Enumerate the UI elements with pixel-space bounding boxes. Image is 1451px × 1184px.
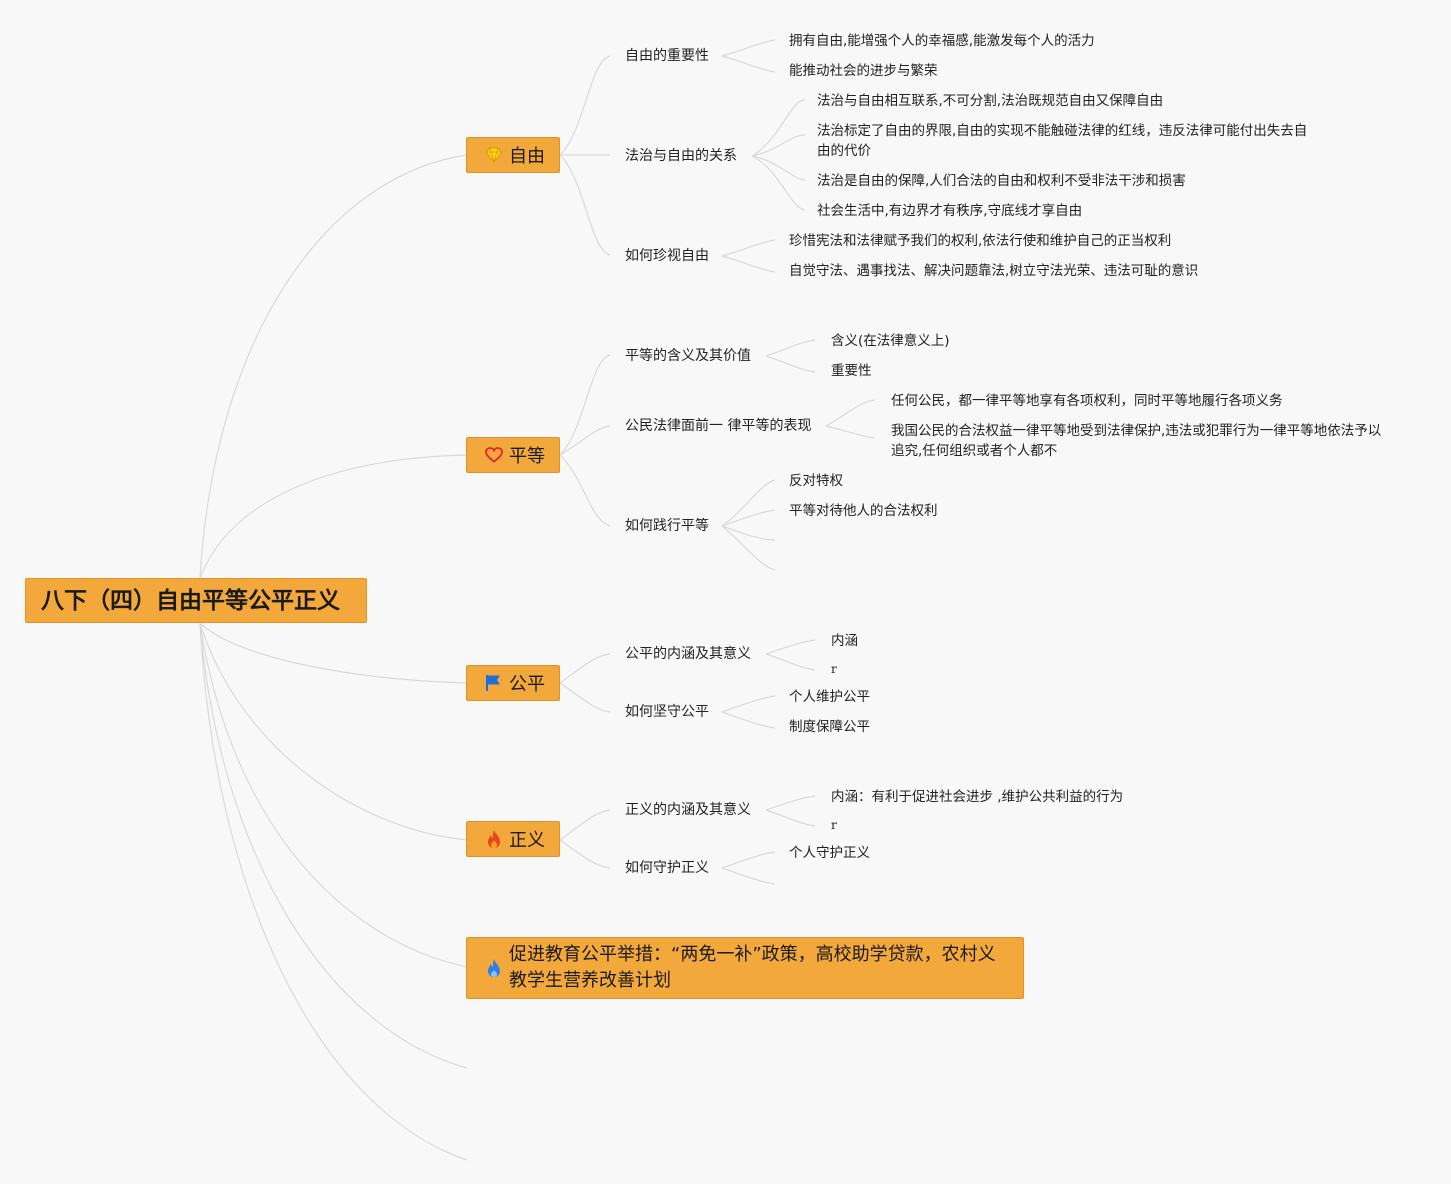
leaf-equality-1-2[interactable]: 重要性 [831, 363, 872, 379]
flag-icon [484, 673, 504, 693]
leaf-equality-3-2[interactable]: 平等对待他人的合法权利 [789, 503, 938, 519]
topic-fairness[interactable]: 公平 [466, 665, 560, 701]
leaf-equality-1-1[interactable]: 含义(在法律意义上) [831, 333, 950, 349]
topic-education-line2: 教学生营养改善计划 [509, 970, 671, 991]
leaf-fairness-1-1[interactable]: 内涵 [831, 633, 858, 649]
topic-equality[interactable]: 平等 [466, 437, 560, 473]
leaf-freedom-3-2[interactable]: 自觉守法、遇事找法、解决问题靠法,树立守法光荣、违法可耻的意识 [789, 263, 1199, 279]
topic-education-label: 促进教育公平举措：“两免一补”政策，高校助学贷款，农村义 教学生营养改善计划 [509, 942, 996, 994]
topic-education-line1: 促进教育公平举措：“两免一补”政策，高校助学贷款，农村义 [509, 944, 996, 965]
leaf-freedom-2-1[interactable]: 法治与自由相互联系,不可分割,法治既规范自由又保障自由 [817, 93, 1164, 109]
leaf-equality-2-2[interactable]: 我国公民的合法权益一律平等地受到法律保护,违法或犯罪行为一律平等地依法予以追究,… [891, 423, 1382, 459]
topic-justice[interactable]: 正义 [466, 821, 560, 857]
leaf-fairness-2-1[interactable]: 个人维护公平 [789, 689, 870, 705]
sub-justice-2[interactable]: 如何守护正义 [625, 860, 709, 876]
link-root-empty2 [199, 622, 468, 1161]
sub-freedom-3[interactable]: 如何珍视自由 [625, 248, 709, 264]
topic-freedom[interactable]: 自由 [466, 137, 560, 173]
topic-fairness-label: 公平 [509, 674, 545, 695]
leaf-equality-2-1[interactable]: 任何公民，都一律平等地享有各项权利，同时平等地履行各项义务 [891, 393, 1283, 409]
leaf-justice-2-1[interactable]: 个人守护正义 [789, 845, 870, 861]
link-root-fairness [199, 622, 468, 684]
sub-equality-3[interactable]: 如何践行平等 [625, 518, 709, 534]
leaf-freedom-3-1[interactable]: 珍惜宪法和法律赋予我们的权利,依法行使和维护自己的正当权利 [789, 233, 1172, 249]
link-root-empty1 [199, 622, 468, 1069]
topic-justice-label: 正义 [509, 830, 545, 851]
sub-fairness-1[interactable]: 公平的内涵及其意义 [625, 646, 751, 662]
sub-justice-1[interactable]: 正义的内涵及其意义 [625, 802, 751, 818]
leaf-freedom-2-3[interactable]: 法治是自由的保障,人们合法的自由和权利不受非法干涉和损害 [817, 173, 1186, 189]
sub-fairness-2[interactable]: 如何坚守公平 [625, 704, 709, 720]
leaf-justice-1-2[interactable]: r [831, 818, 837, 832]
link-root-education [199, 622, 468, 968]
topic-education[interactable]: 促进教育公平举措：“两免一补”政策，高校助学贷款，农村义 教学生营养改善计划 [466, 937, 1024, 999]
leaf-fairness-2-2[interactable]: 制度保障公平 [789, 719, 870, 735]
link-root-justice [199, 622, 468, 841]
leaf-freedom-2-4[interactable]: 社会生活中,有边界才有秩序,守底线才享自由 [817, 203, 1083, 219]
sub-freedom-1[interactable]: 自由的重要性 [625, 48, 709, 64]
water-drop-icon [484, 958, 504, 978]
leaf-freedom-1-2[interactable]: 能推动社会的进步与繁荣 [789, 63, 938, 79]
leaf-fairness-1-2[interactable]: r [831, 662, 837, 676]
leaf-equality-3-1[interactable]: 反对特权 [789, 473, 843, 489]
topic-freedom-label: 自由 [509, 146, 545, 167]
leaf-freedom-1-1[interactable]: 拥有自由,能增强个人的幸福感,能激发每个人的活力 [789, 33, 1095, 49]
root-title: 八下（四）自由平等公平正义 [41, 588, 340, 614]
sub-equality-1[interactable]: 平等的含义及其价值 [625, 348, 751, 364]
leaf-freedom-2-2[interactable]: 法治标定了自由的界限,自由的实现不能触碰法律的红线，违反法律可能付出失去自由的代… [817, 123, 1308, 159]
link-root-equality [199, 454, 468, 579]
leaf-justice-1-1[interactable]: 内涵：有利于促进社会进步 ,维护公共利益的行为 [831, 789, 1124, 805]
sub-freedom-2[interactable]: 法治与自由的关系 [625, 148, 737, 164]
topic-equality-label: 平等 [509, 446, 545, 467]
heart-icon [484, 445, 504, 465]
fire-icon [484, 829, 504, 849]
sub-equality-2[interactable]: 公民法律面前一 律平等的表现 [625, 418, 812, 434]
root-topic[interactable]: 八下（四）自由平等公平正义 [25, 578, 367, 623]
link-root-freedom [199, 154, 468, 579]
diamond-icon [484, 145, 504, 165]
